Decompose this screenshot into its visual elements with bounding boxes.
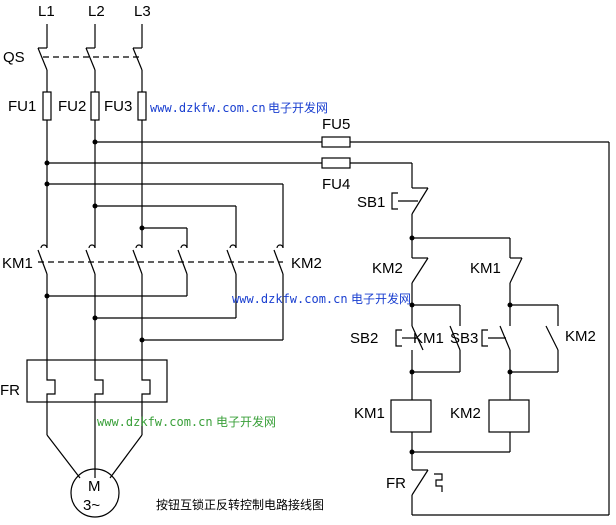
- sb3-label: SB3: [450, 330, 478, 347]
- fu3-label: FU3: [104, 98, 132, 115]
- reverse-start-hold: [481, 302, 559, 400]
- control-branches: [409, 235, 511, 258]
- km2-interlock-label: KM2: [372, 260, 403, 277]
- fu5-label: FU5: [322, 116, 350, 133]
- km2-interlock-contact: [411, 257, 429, 305]
- watermark-url-2: www.dzkfw.com.cn: [232, 292, 348, 306]
- qs-label: QS: [3, 49, 25, 66]
- km1-interlock-label: KM1: [470, 260, 501, 277]
- fr-ctrl-label: FR: [386, 475, 406, 492]
- watermark-url-3: www.dzkfw.com.cn: [97, 415, 213, 429]
- km1-interlock-contact: [509, 257, 523, 305]
- watermark-site-3: 电子开发网: [216, 414, 276, 429]
- reversing-wiring-upper: [44, 181, 284, 248]
- sb1-label: SB1: [357, 194, 385, 211]
- watermark-url-1: www.dzkfw.com.cn: [150, 101, 266, 115]
- km2-main-label: KM2: [291, 255, 322, 272]
- km1-hold-label: KM1: [413, 330, 444, 347]
- fu4-label: FU4: [322, 176, 350, 193]
- fu2-label: FU2: [58, 98, 86, 115]
- watermark-site-2: 电子开发网: [351, 291, 411, 306]
- watermark-site-1: 电子开发网: [268, 100, 328, 115]
- fu1-label: FU1: [8, 98, 36, 115]
- main-power-lines: [37, 24, 143, 92]
- forward-start-hold: [395, 302, 461, 400]
- diagram-caption: 按钮互锁正反转控制电路接线图: [156, 497, 324, 512]
- thermal-relay-contact: [411, 469, 609, 516]
- contactor-coils: [390, 399, 530, 470]
- phase-label-l1: L1: [38, 3, 55, 20]
- sb1-stop-button: [391, 187, 429, 238]
- km2-hold-label: KM2: [565, 328, 596, 345]
- main-contactor-contacts: [37, 244, 284, 275]
- motor: [70, 468, 120, 518]
- reversing-wiring-lower: [44, 274, 284, 372]
- motor-phase-label: 3~: [83, 497, 100, 514]
- km1-coil-label: KM1: [354, 405, 385, 422]
- km2-coil-label: KM2: [450, 405, 481, 422]
- fr-main-label: FR: [0, 382, 20, 399]
- motor-m-label: M: [88, 478, 101, 495]
- thermal-relay-main: [26, 359, 168, 479]
- sb2-label: SB2: [350, 330, 378, 347]
- km1-main-label: KM1: [2, 255, 33, 272]
- phase-label-l3: L3: [134, 3, 151, 20]
- control-supply-taps: [44, 136, 610, 515]
- phase-label-l2: L2: [88, 3, 105, 20]
